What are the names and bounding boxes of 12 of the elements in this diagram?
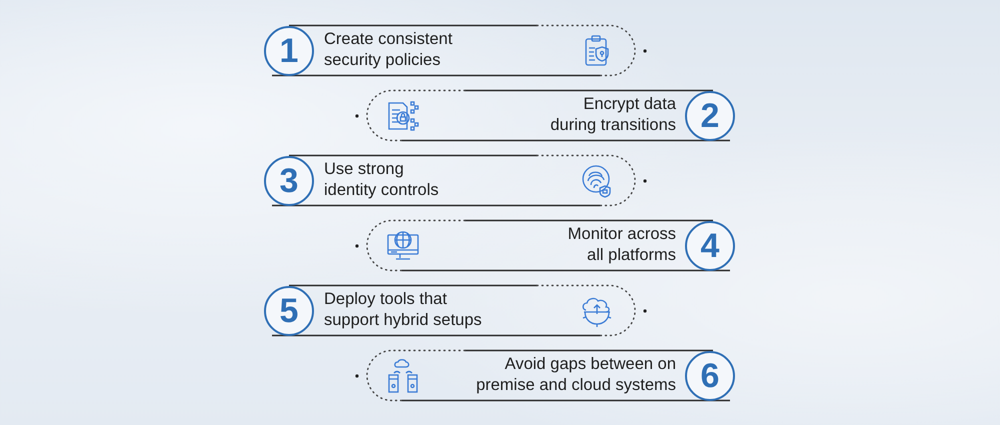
step-number: 5: [264, 286, 314, 336]
step-text: Deploy tools that support hybrid setups: [324, 289, 483, 331]
step-number: 3: [264, 156, 314, 206]
step-text: Monitor across all platforms: [566, 224, 676, 266]
step-text: Avoid gaps between on premise and cloud systems: [475, 354, 676, 396]
step-number: 4: [685, 221, 735, 271]
step-text: Create consistent security policies: [324, 29, 454, 71]
step-number: 6: [685, 351, 735, 401]
step-number: 2: [685, 91, 735, 141]
step-text: Use strong identity controls: [324, 159, 440, 201]
step-text: Encrypt data during transitions: [549, 94, 676, 136]
step-number: 1: [264, 26, 314, 76]
